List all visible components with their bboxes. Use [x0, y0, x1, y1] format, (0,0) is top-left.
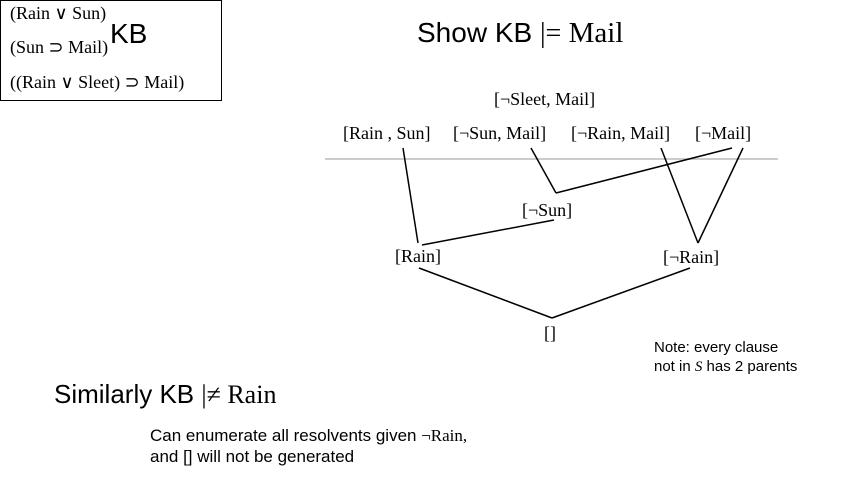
note-line-1: Note: every clause	[654, 339, 779, 356]
not-entails-symbol: |≠	[201, 380, 221, 409]
note-set-s: S	[694, 359, 703, 375]
entails-symbol: |=	[539, 18, 562, 49]
show-goal: Mail	[561, 17, 624, 49]
clause-rain-sun: [Rain , Sun]	[343, 123, 431, 143]
show-prefix: Show KB	[417, 17, 540, 48]
similarly-goal: Rain	[220, 380, 277, 409]
kb-clause-1: (Rain ∨ Sun)	[10, 3, 107, 23]
edge-notrain-empty	[551, 267, 691, 319]
clause-notsun-mail: [¬Sun, Mail]	[453, 123, 546, 143]
edge-notsunmail-notsun	[530, 147, 557, 194]
edge-notmail-notsun	[555, 147, 733, 194]
enumerate-line-1: Can enumerate all resolvents given ¬Rain…	[150, 425, 467, 446]
clause-rain: [Rain]	[395, 246, 441, 266]
kb-clause-2: (Sun ⊃ Mail)	[10, 37, 109, 57]
edge-notrainmail-notrain	[660, 147, 699, 244]
clause-notrain-mail: [¬Rain, Mail]	[571, 123, 670, 143]
similarly-prefix: Similarly KB	[54, 379, 202, 409]
clause-notsun: [¬Sun]	[522, 200, 572, 220]
enumerate-text: Can enumerate all resolvents given ¬Rain…	[150, 425, 467, 467]
clause-empty: []	[544, 323, 556, 343]
similarly-heading: Similarly KB |≠ Rain	[54, 379, 276, 410]
kb-clause-3: ((Rain ∨ Sleet) ⊃ Mail)	[10, 72, 185, 92]
note-line-2: not in S has 2 parents	[654, 357, 797, 377]
note-line-2-post: has 2 parents	[702, 358, 798, 375]
enumerate-not-rain: ¬Rain,	[421, 426, 468, 445]
edge-rain-empty	[418, 267, 553, 319]
enumerate-line-2: and [] will not be generated	[150, 447, 355, 466]
kb-box: (Rain ∨ Sun) (Sun ⊃ Mail) ((Rain ∨ Sleet…	[0, 0, 222, 101]
clause-notmail: [¬Mail]	[695, 123, 751, 143]
clause-notrain: [¬Rain]	[663, 247, 719, 267]
edge-rainsun-rain	[402, 147, 419, 244]
note-line-2-pre: not in	[654, 358, 695, 375]
enumerate-line-1-pre: Can enumerate all resolvents given	[150, 426, 422, 445]
kb-title: KB	[110, 18, 148, 49]
show-title: Show KB |= Mail	[417, 17, 623, 50]
note: Note: every clause not in S has 2 parent…	[654, 338, 797, 377]
edge-notsun-rain	[421, 219, 555, 246]
clause-notsleet-mail: [¬Sleet, Mail]	[494, 89, 595, 109]
edge-notmail-notrain	[697, 147, 744, 244]
